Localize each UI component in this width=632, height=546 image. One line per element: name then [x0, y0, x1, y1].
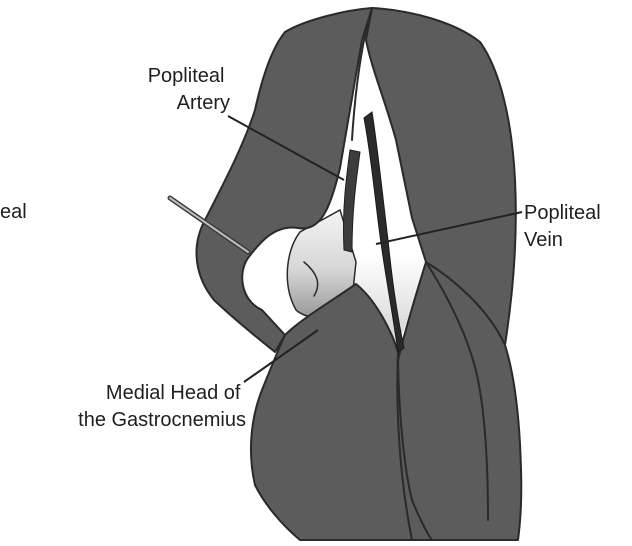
popliteal-artery-label: Popliteal Artery	[148, 65, 230, 114]
popliteal-vein-label: Popliteal Vein	[524, 202, 606, 251]
medial-head-label: Medial Head of the Gastrocnemius	[78, 382, 246, 431]
cropped-left-label: eal	[0, 201, 27, 223]
